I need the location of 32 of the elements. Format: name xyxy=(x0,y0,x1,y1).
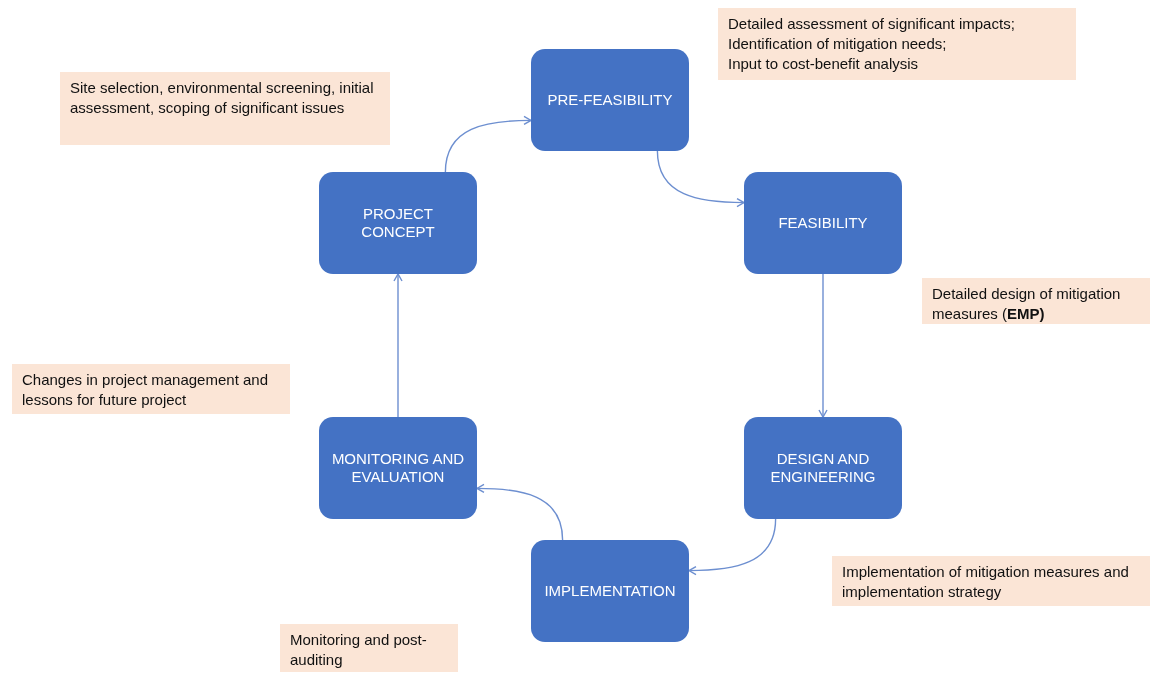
stage-box xyxy=(531,540,689,642)
stage-box xyxy=(744,417,902,519)
note-text: Detailed design of mitigation measures (EMP) xyxy=(932,284,1122,324)
stage-box xyxy=(531,49,689,151)
note-text: Input to cost-benefit analysis xyxy=(728,54,920,74)
note-box xyxy=(60,72,390,145)
note-text: Changes in project management and lessons for future project xyxy=(22,370,269,410)
stage-label: FEASIBILITY xyxy=(778,214,868,232)
curved-arrow xyxy=(393,273,403,418)
note-box xyxy=(280,624,458,672)
curved-arrow xyxy=(476,483,564,541)
curved-arrow xyxy=(818,273,828,418)
note-text: Identification of mitigation needs; xyxy=(728,34,948,54)
note-box xyxy=(12,364,290,414)
curved-arrow xyxy=(656,150,745,208)
stage-box xyxy=(319,417,477,519)
note-box xyxy=(922,278,1150,324)
note-box xyxy=(718,8,1076,80)
note-text: Monitoring and post-auditing xyxy=(290,630,428,670)
stage-label: PROJECT CONCEPT xyxy=(360,205,436,241)
stage-box xyxy=(744,172,902,274)
curved-arrow xyxy=(444,115,532,173)
note-text: Detailed assessment of significant impacts; xyxy=(728,14,1016,34)
stage-label: DESIGN AND ENGINEERING xyxy=(769,450,877,486)
note-box xyxy=(832,556,1150,606)
note-text: Implementation of mitigation measures and implementation strategy xyxy=(842,562,1130,602)
stage-label: PRE-FEASIBILITY xyxy=(547,91,673,109)
stage-label: IMPLEMENTATION xyxy=(544,582,676,600)
stage-label: MONITORING AND EVALUATION xyxy=(331,450,465,486)
curved-arrow xyxy=(688,518,777,576)
note-text: Site selection, environmental screening, initial assessment, scoping of significant issues xyxy=(70,78,375,118)
stage-box xyxy=(319,172,477,274)
